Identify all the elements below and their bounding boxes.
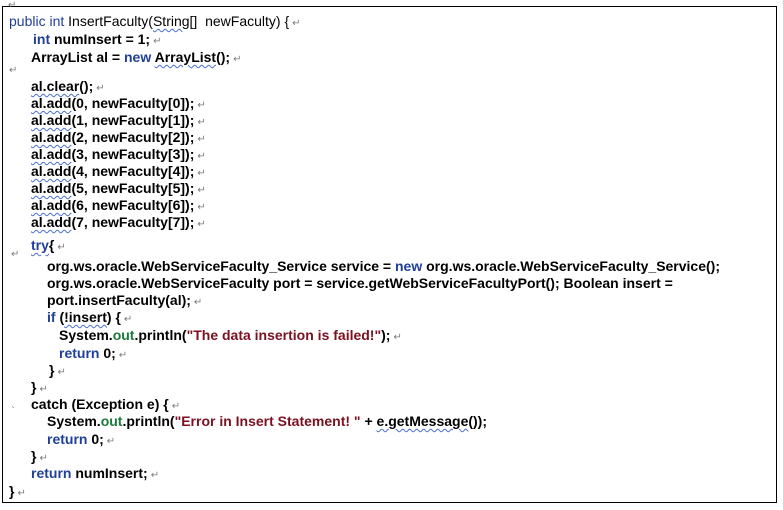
paragraph-mark-icon: ↵: [11, 249, 20, 260]
close-brace: }↵: [31, 379, 48, 395]
add-call: al.add(3, newFaculty[3]);↵: [31, 146, 206, 162]
paragraph-mark-icon: ↵: [57, 242, 66, 253]
service-line: org.ws.oracle.WebServiceFaculty_Service …: [47, 258, 720, 274]
insert-line: port.insertFaculty(al);↵: [47, 292, 203, 308]
paragraph-mark-icon: ↵: [197, 202, 206, 213]
paragraph-mark-icon: ↵: [171, 401, 181, 412]
add-call: al.add(6, newFaculty[6]);↵: [31, 197, 206, 213]
paragraph-mark-icon: ↵: [193, 297, 203, 308]
add-call: al.add(5, newFaculty[5]);↵: [31, 180, 206, 196]
port-line: org.ws.oracle.WebServiceFaculty port = s…: [47, 275, 673, 291]
print-failed: System.out.println("The data insertion i…: [59, 327, 402, 343]
paragraph-mark-icon: ↵: [123, 314, 133, 325]
paragraph-mark-icon: ↵: [197, 117, 206, 128]
paragraph-mark-icon: ↵: [39, 453, 48, 464]
if-line: if (!insert) {↵: [47, 309, 133, 325]
paragraph-mark-icon: ↵: [17, 488, 26, 499]
paragraph-mark-icon: ↵: [9, 65, 18, 76]
paragraph-mark-icon: ↵: [197, 219, 206, 230]
close-brace: }↵: [31, 448, 48, 464]
paragraph-mark-icon: ↵: [197, 151, 206, 162]
paragraph-mark-icon: ↵: [197, 134, 206, 145]
paragraph-mark-icon: ↵: [153, 36, 162, 47]
add-call: al.add(0, newFaculty[0]);↵: [31, 95, 206, 111]
code-frame: public int InsertFaculty(String[] newFac…: [2, 6, 777, 503]
paragraph-mark-icon: `: [11, 406, 16, 417]
clear-call: al.clear();↵: [31, 78, 105, 94]
method-signature: public int InsertFaculty(String[] newFac…: [9, 13, 301, 29]
try-line: try{↵: [31, 237, 66, 253]
catch-line: catch (Exception e) {↵: [31, 396, 181, 412]
paragraph-mark-icon: ↵: [197, 168, 206, 179]
paragraph-mark-icon: ↵: [197, 185, 206, 196]
decl-arraylist: ArrayList al = new ArrayList();↵: [31, 49, 242, 65]
paragraph-mark-icon: ↵: [393, 332, 402, 343]
return-numinsert: return numInsert;↵: [31, 465, 160, 481]
return-zero: return 0;↵: [47, 431, 116, 447]
add-call: al.add(7, newFaculty[7]);↵: [31, 214, 206, 230]
paragraph-mark-icon: ↵: [57, 367, 66, 378]
paragraph-mark-icon: ↵: [8, 0, 17, 11]
print-error: System.out.println("Error in Insert Stat…: [47, 413, 488, 429]
close-brace: }↵: [9, 483, 26, 499]
add-call: al.add(4, newFaculty[4]);↵: [31, 163, 206, 179]
paragraph-mark-icon: ↵: [118, 350, 128, 361]
paragraph-mark-icon: ↵: [233, 54, 242, 65]
paragraph-mark-icon: ↵: [96, 83, 105, 94]
paragraph-mark-icon: ↵: [197, 100, 206, 111]
add-call: al.add(1, newFaculty[1]);↵: [31, 112, 206, 128]
decl-numinsert: int numInsert = 1;↵: [33, 31, 162, 47]
paragraph-mark-icon: ↵: [39, 384, 48, 395]
return-zero: return 0;↵: [59, 345, 128, 361]
add-call: al.add(2, newFaculty[2]);↵: [31, 129, 206, 145]
paragraph-mark-icon: ↵: [106, 436, 116, 447]
close-brace: }↵: [49, 362, 66, 378]
paragraph-mark-icon: ↵: [150, 470, 160, 481]
paragraph-mark-icon: ↵: [292, 18, 301, 29]
